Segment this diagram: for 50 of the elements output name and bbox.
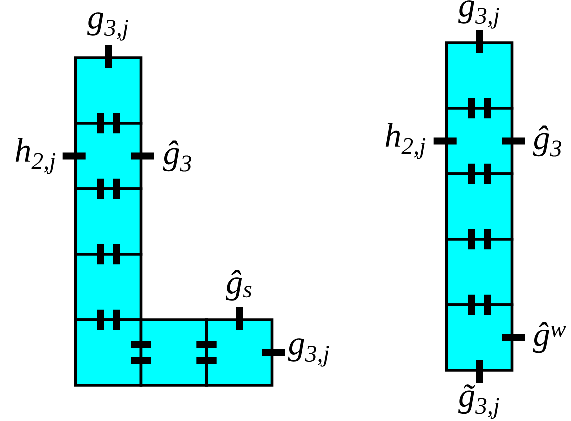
leg-label: g$_{3,j}$	[458, 0, 500, 29]
leg-tick	[105, 45, 112, 68]
bond-bar	[484, 164, 491, 184]
leg-tick	[262, 349, 286, 356]
leg-label: g$_{3,j}$	[288, 338, 330, 367]
bond-bar	[484, 98, 491, 119]
bond-bar	[196, 357, 217, 364]
bond-bar	[468, 98, 475, 119]
bond-bar	[131, 357, 152, 364]
leg-tick	[502, 138, 526, 145]
leg-label: ĝ$_{s}$	[226, 270, 252, 301]
square-tile	[445, 172, 514, 241]
leg-label: g̃$_{3,j}$	[458, 384, 500, 420]
bond-bar	[113, 310, 120, 330]
bond-bar	[97, 244, 104, 265]
bond-bar	[468, 229, 475, 250]
leg-label: h$_{2,j}$	[386, 123, 426, 160]
bond-bar	[97, 310, 104, 330]
bond-bar	[113, 113, 120, 134]
leg-label: h$_{2,j}$	[16, 138, 56, 174]
square-tile	[140, 318, 208, 387]
bond-bar	[196, 341, 217, 348]
square-tile	[74, 56, 143, 125]
leg-label: g$_{3,j}$	[88, 12, 128, 41]
square-tile	[74, 188, 143, 256]
leg-label: ĝ$_{3}$	[533, 126, 562, 157]
square-tile	[445, 238, 514, 306]
bond-bar	[484, 229, 491, 250]
bond-bar	[484, 294, 491, 316]
square-tile	[205, 318, 274, 387]
leg-tick	[434, 138, 457, 145]
leg-label: ĝ$^{w}$	[533, 322, 566, 354]
leg-tick	[62, 152, 86, 160]
bond-bar	[468, 164, 475, 184]
bond-bar	[131, 341, 152, 348]
bond-bar	[113, 178, 120, 200]
leg-tick	[131, 152, 154, 160]
square-tile	[445, 42, 514, 110]
square-tile	[74, 318, 143, 387]
bond-bar	[97, 113, 104, 134]
bond-bar	[468, 294, 475, 316]
leg-tick	[236, 307, 243, 330]
bond-bar	[97, 178, 104, 200]
leg-label: ĝ$_{3}$	[163, 140, 192, 172]
square-tile	[74, 253, 143, 322]
leg-tick	[502, 334, 526, 342]
bond-bar	[113, 244, 120, 265]
leg-tick	[476, 30, 483, 54]
leg-tick	[476, 360, 483, 384]
square-tile	[445, 304, 514, 372]
